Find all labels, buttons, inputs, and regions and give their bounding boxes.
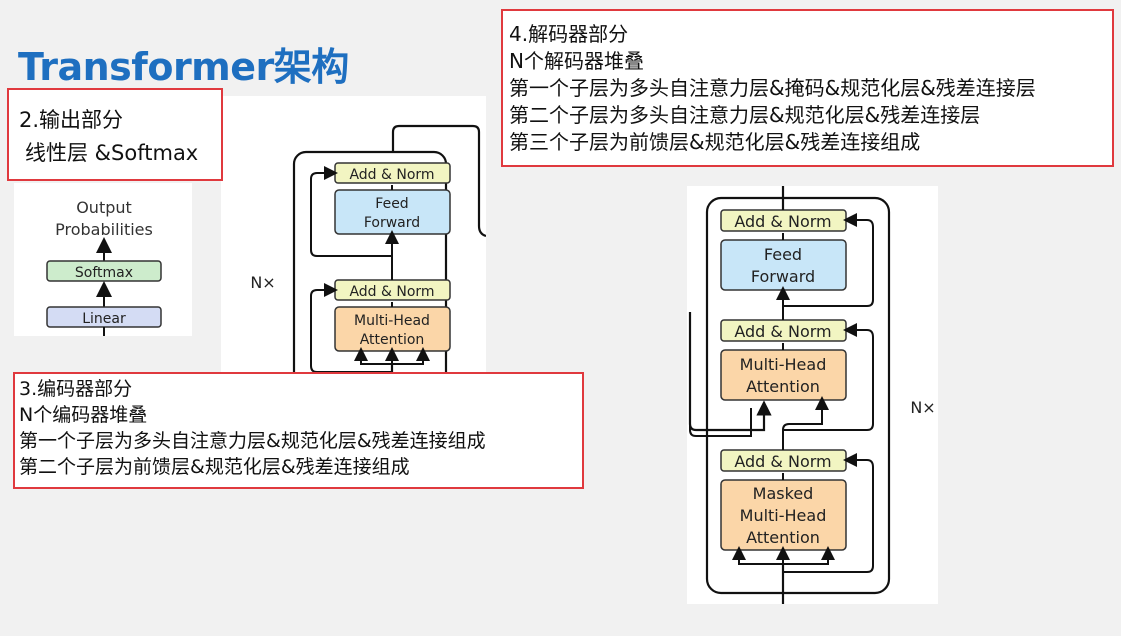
encoder-add-norm-top-label: Add & Norm <box>349 167 434 183</box>
output-section-line: 线性层 &Softmax <box>25 141 199 165</box>
output-section-box: 2.输出部分 线性层 &Softmax <box>7 88 223 181</box>
output-label-1: Output <box>76 198 132 217</box>
decoder-section-line-3: 第二个子层为多头自注意力层&规范化层&残差连接层 <box>509 103 981 127</box>
decoder-masked-input-right <box>783 546 835 565</box>
decoder-ff-label-2: Forward <box>751 267 815 286</box>
decoder-add-norm-middle-label: Add & Norm <box>734 322 831 341</box>
decoder-section-heading: 4.解码器部分 <box>509 22 629 46</box>
decoder-nx-label: N× <box>910 398 935 417</box>
decoder-masked-input-left <box>732 546 783 565</box>
decoder-residual-top <box>783 213 874 307</box>
decoder-diagram-panel: N× Add & Norm Feed Forward Add & Norm Mu… <box>687 186 938 604</box>
decoder-frame <box>705 196 891 595</box>
output-label-2: Probabilities <box>55 220 153 239</box>
encoder-section-line-3: 第二个子层为前馈层&规范化层&残差连接组成 <box>19 456 410 478</box>
output-section-heading: 2.输出部分 <box>19 108 124 132</box>
decoder-add-norm-bottom-label: Add & Norm <box>734 452 831 471</box>
encoder-ff-label-2: Forward <box>364 215 420 231</box>
decoder-add-norm-top-label: Add & Norm <box>734 212 831 231</box>
encoder-attn-input-left <box>354 347 392 365</box>
decoder-section-line-1: N个解码器堆叠 <box>509 49 644 73</box>
decoder-masked-label-2: Multi-Head <box>740 506 827 525</box>
decoder-masked-label-1: Masked <box>753 484 814 503</box>
encoder-nx-label: N× <box>250 273 275 292</box>
encoder-ff-label-1: Feed <box>375 196 408 212</box>
decoder-mha-label-2: Attention <box>746 377 820 396</box>
decoder-mha-label-1: Multi-Head <box>740 355 827 374</box>
decoder-section-line-4: 第三个子层为前馈层&规范化层&残差连接组成 <box>509 130 921 154</box>
output-diagram-panel: Output Probabilities Softmax Linear <box>14 183 192 336</box>
encoder-section-line-1: N个编码器堆叠 <box>19 404 148 426</box>
page-title: Transformer架构 <box>18 45 349 89</box>
encoder-to-decoder-line <box>391 124 487 238</box>
encoder-mha-label-1: Multi-Head <box>354 313 430 329</box>
linear-label: Linear <box>82 311 126 327</box>
softmax-label: Softmax <box>75 265 133 281</box>
decoder-ff-label-1: Feed <box>764 245 802 264</box>
encoder-residual-bottom <box>310 283 392 373</box>
encoder-residual-top <box>310 166 392 257</box>
encoder-section-heading: 3.编码器部分 <box>19 378 133 400</box>
encoder-add-norm-bottom-label: Add & Norm <box>349 284 434 300</box>
decoder-norm-to-attn <box>782 396 829 450</box>
encoder-mha-label-2: Attention <box>360 332 425 348</box>
decoder-residual-middle <box>783 323 874 431</box>
decoder-residual-bottom <box>783 453 874 573</box>
decoder-section-line-2: 第一个子层为多头自注意力层&掩码&规范化层&残差连接层 <box>509 76 1036 100</box>
decoder-memory-input-2 <box>689 408 752 437</box>
encoder-diagram-panel: N× Add & Norm Feed Forward Add & Norm Mu… <box>221 96 487 406</box>
encoder-diagram: N× Add & Norm Feed Forward Add & Norm Mu… <box>250 124 487 406</box>
encoder-section-box: 3.编码器部分 N个编码器堆叠 第一个子层为多头自注意力层&规范化层&残差连接组… <box>13 372 584 489</box>
encoder-section-line-2: 第一个子层为多头自注意力层&规范化层&残差连接组成 <box>19 430 486 452</box>
decoder-diagram: N× Add & Norm Feed Forward Add & Norm Mu… <box>688 186 936 604</box>
decoder-section-box: 4.解码器部分 N个解码器堆叠 第一个子层为多头自注意力层&掩码&规范化层&残差… <box>501 9 1114 167</box>
encoder-attn-input-right <box>392 347 430 365</box>
output-diagram: Output Probabilities Softmax Linear <box>46 198 162 336</box>
decoder-masked-label-3: Attention <box>746 528 820 547</box>
